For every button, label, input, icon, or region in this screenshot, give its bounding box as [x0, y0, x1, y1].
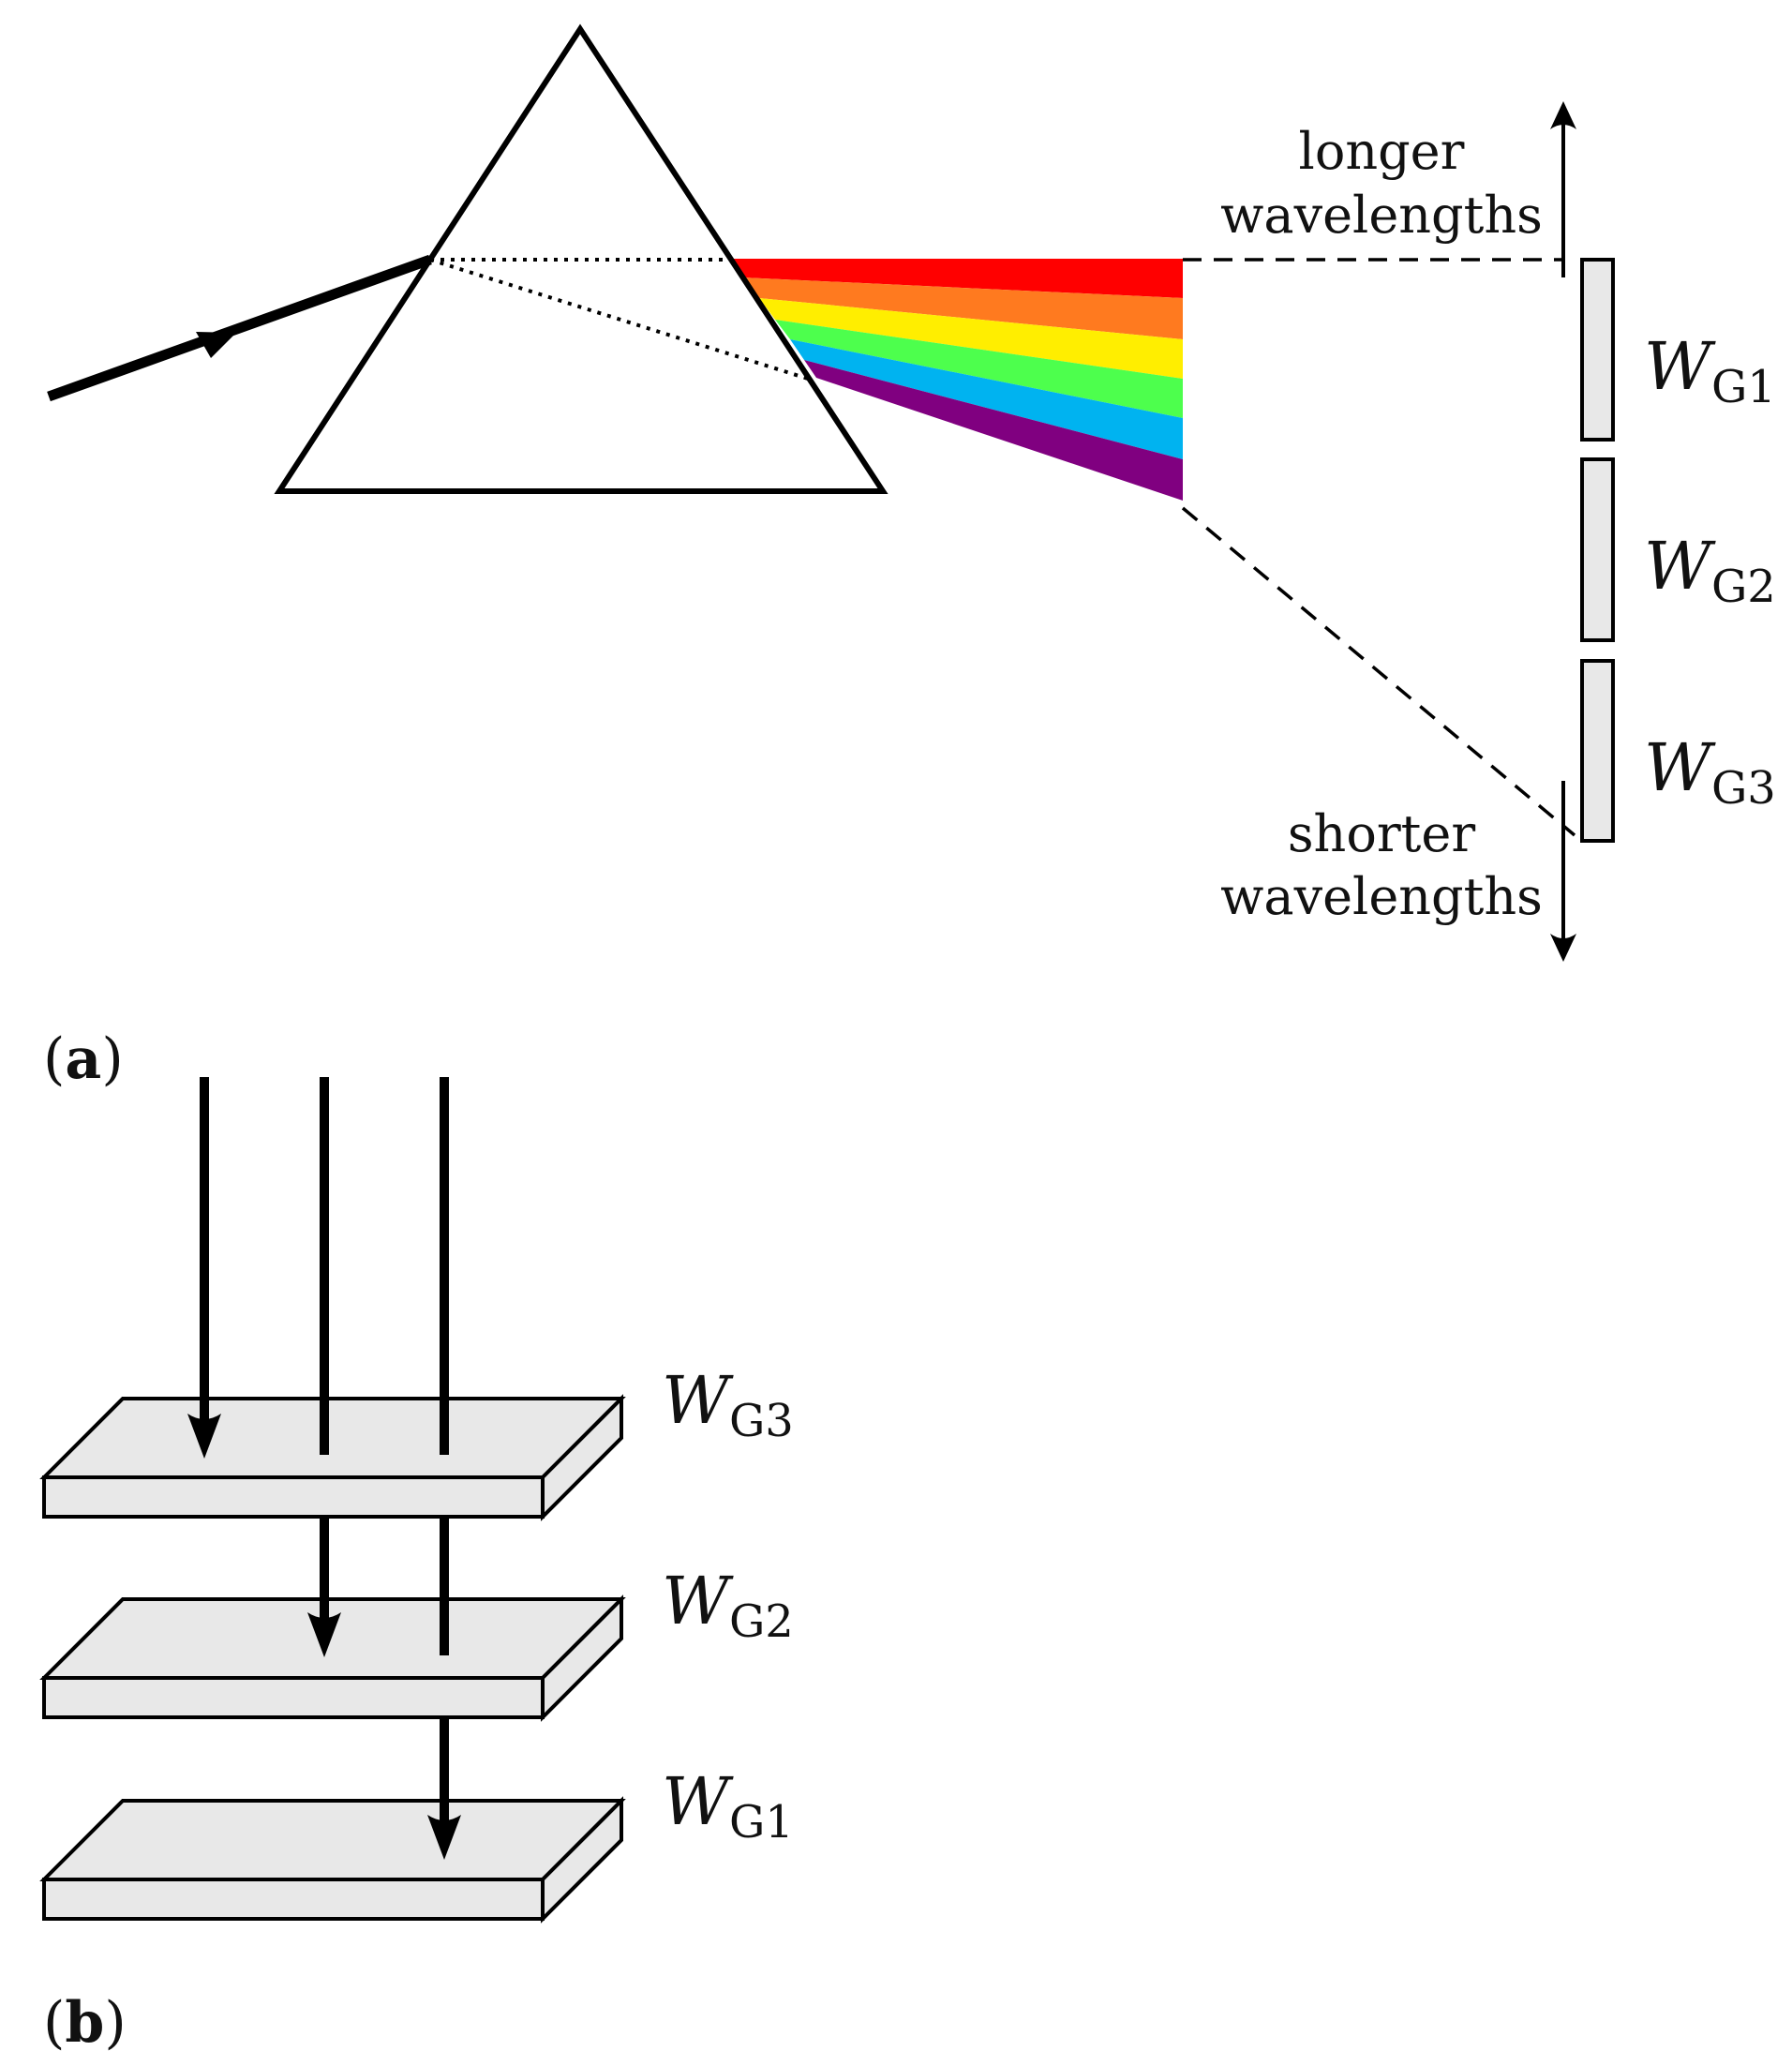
spectrum-band-red [729, 259, 1183, 298]
filter-label-g1: WG1 [1644, 328, 1776, 413]
spectrum-band-orange [742, 277, 1183, 339]
ray-absorbed-g2 [307, 1077, 341, 1657]
shorter-label-line1: shorter [1288, 804, 1475, 863]
panel-a-label: (a) [43, 1026, 124, 1092]
shorter-wavelength-arrow [1550, 781, 1576, 962]
ray-absorbed-g3 [187, 1077, 221, 1459]
incoming-beam-arrow-icon [196, 332, 236, 358]
slab-g1 [39, 1796, 626, 1924]
spectrum-band-blue [790, 339, 1183, 459]
longer-wavelength-arrow [1550, 101, 1576, 277]
slab-label-g3: WG3 [662, 1362, 794, 1447]
panel-b: WG3 WG2 WG1 (b) [39, 1077, 794, 2056]
filter-bar-g3 [1580, 659, 1615, 843]
down-arrow-icon [427, 1815, 461, 1860]
up-arrow-icon [1550, 101, 1576, 129]
spectrum-band-purple [804, 360, 1183, 501]
shorter-guide-line [1181, 506, 1576, 837]
slab-g3 [39, 1394, 626, 1521]
longer-label-line2: wavelengths [1220, 186, 1543, 245]
longer-label-line1: longer [1299, 122, 1465, 181]
filter-bar-g1 [1580, 258, 1615, 442]
shorter-label-line2: wavelengths [1220, 867, 1543, 926]
incoming-light-beam [47, 254, 432, 402]
slab-g2 [39, 1594, 626, 1722]
panel-a: longer wavelengths shorter wavelengths W… [43, 23, 1776, 1092]
spectrum-band-yellow [759, 298, 1183, 379]
spectrum-bands [729, 259, 1183, 501]
filter-bar-g2 [1580, 457, 1615, 642]
down-arrow-icon [1550, 934, 1576, 962]
panel-b-label: (b) [43, 1990, 127, 2056]
slab-label-g2: WG2 [662, 1563, 794, 1648]
spectrum-band-green [775, 320, 1183, 418]
slab-label-g1: WG1 [662, 1763, 794, 1849]
internal-ray-bottom [429, 258, 809, 381]
filter-label-g2: WG2 [1644, 528, 1776, 613]
ray-absorbed-g1 [427, 1077, 461, 1860]
filter-label-g3: WG3 [1644, 729, 1776, 815]
down-arrow-icon [187, 1414, 221, 1459]
down-arrow-icon [307, 1612, 341, 1657]
